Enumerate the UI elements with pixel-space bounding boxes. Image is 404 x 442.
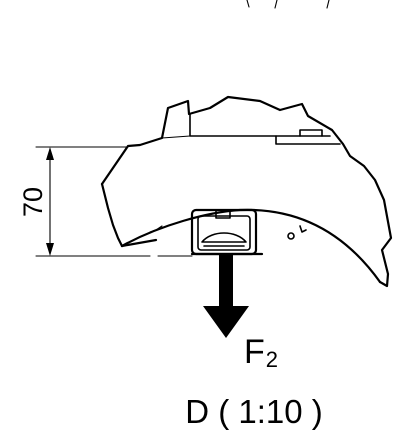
force-symbol: F: [244, 333, 265, 371]
dimension-value: 70: [18, 187, 48, 217]
part-outline: [100, 95, 393, 288]
latch-detail: [190, 208, 264, 256]
dimension-70: 70: [18, 146, 193, 257]
force-label: F2: [244, 333, 278, 372]
force-arrow: [203, 254, 249, 338]
force-subscript: 2: [266, 347, 278, 372]
top-crop-marks: [246, 0, 330, 9]
view-label: D ( 1:10 ): [185, 393, 323, 430]
